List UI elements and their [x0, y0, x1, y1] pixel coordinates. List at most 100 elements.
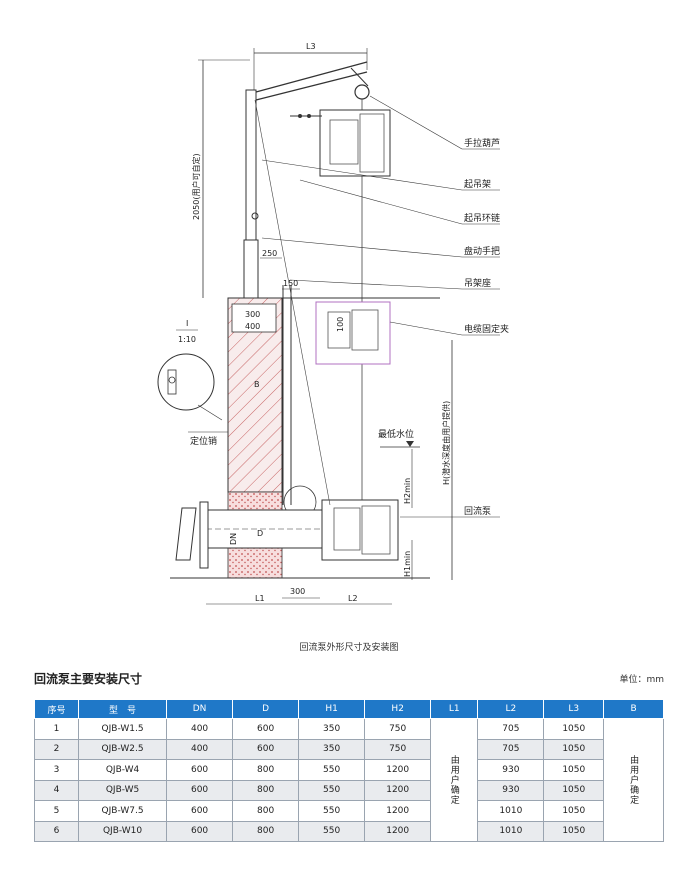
table-row: 6 QJB-W10 600 800 550 1200 1010 1050: [33, 820, 664, 842]
cell-d: 600: [232, 718, 300, 740]
dim-300: 300: [245, 310, 260, 319]
callout-low-water: 最低水位: [378, 428, 414, 440]
dim-height: 2050(用户可自定): [191, 59, 250, 298]
cell-l3: 1050: [543, 718, 605, 740]
cell-no: 6: [33, 820, 80, 842]
table-row: 1 QJB-W1.5 400 600 350 750 由用户确定 705 105…: [33, 718, 664, 842]
raised-pump: [290, 84, 391, 500]
unit-label: 单位：mm: [619, 675, 664, 685]
cell-dn: 600: [166, 759, 234, 781]
cell-l3: 1050: [543, 820, 605, 842]
callout-hoist: 手拉葫芦: [464, 137, 500, 149]
cell-d: 600: [232, 738, 300, 760]
detail-scale: 1:10: [178, 335, 196, 344]
header-model: 型 号: [78, 699, 168, 719]
dim-300b: 300: [290, 587, 305, 596]
cell-dn: 400: [166, 718, 234, 740]
callout-handle: 盘动手把: [464, 245, 500, 257]
cell-model: QJB-W1.5: [78, 718, 168, 740]
dim-height-label: 2050(用户可自定): [191, 153, 201, 220]
table-row: 3 QJB-W4 600 800 550 1200 930 1050: [33, 759, 664, 781]
cell-l3: 1050: [543, 800, 605, 822]
cell-l3: 1050: [543, 779, 605, 801]
cell-h2: 1200: [364, 759, 432, 781]
dim-400: 400: [245, 322, 260, 331]
detail-mark: I: [186, 319, 188, 328]
dim-h: H(潜水深度由用户提供): [441, 401, 451, 485]
cell-dn: 600: [166, 800, 234, 822]
dim-l3-label: L3: [306, 42, 316, 51]
cell-l3: 1050: [543, 738, 605, 760]
header-l2: L2: [477, 699, 545, 719]
cell-h1: 550: [298, 800, 366, 822]
header-l1: L1: [430, 699, 479, 719]
table-row: 4 QJB-W5 600 800 550 1200 930 1050: [33, 779, 664, 801]
guide-rail: 250 150: [260, 249, 300, 505]
concrete-wall: 300 400 B: [227, 297, 283, 579]
cell-l1-merged: 由用户确定: [430, 718, 479, 842]
cell-h1: 550: [298, 779, 366, 801]
dim-h2min: H2min: [403, 478, 412, 504]
callout-leaders: [261, 95, 500, 518]
cell-l2: 930: [477, 779, 545, 801]
callout-lifting-chain: 起吊环链: [464, 212, 500, 224]
cell-l3: 1050: [543, 759, 605, 781]
cell-no: 5: [33, 800, 80, 822]
cell-b-merged: 由用户确定: [603, 718, 664, 842]
dim-100: 100: [336, 317, 345, 332]
installed-pump: [254, 99, 399, 561]
cell-h2: 1200: [364, 779, 432, 801]
cell-dn: 400: [166, 738, 234, 760]
cell-model: QJB-W4: [78, 759, 168, 781]
cell-h2: 750: [364, 718, 432, 740]
cell-h2: 750: [364, 738, 432, 760]
header-dn: DN: [166, 699, 234, 719]
cell-model: QJB-W10: [78, 820, 168, 842]
callout-pump: 回流泵: [464, 505, 491, 517]
dim-d: D: [257, 529, 263, 538]
low-water-level: [380, 441, 420, 448]
cell-l2: 705: [477, 738, 545, 760]
cell-l2: 1010: [477, 800, 545, 822]
header-h2: H2: [364, 699, 432, 719]
cell-h1: 550: [298, 820, 366, 842]
table-header-row: 序号 型 号 DN D H1 H2 L1 L2 L3 B: [33, 699, 664, 719]
dim-150: 150: [283, 279, 298, 288]
cell-model: QJB-W7.5: [78, 800, 168, 822]
cable-clamp-bracket: 100: [315, 301, 391, 365]
floor-dimensions: L1 300 L2: [170, 577, 430, 605]
cell-d: 800: [232, 759, 300, 781]
cell-b-text: 由用户确定: [628, 755, 639, 805]
cell-d: 800: [232, 800, 300, 822]
cell-model: QJB-W5: [78, 779, 168, 801]
dim-b: B: [254, 380, 260, 389]
cell-h1: 350: [298, 718, 366, 740]
cell-d: 800: [232, 820, 300, 842]
section-title: 回流泵主要安装尺寸: [34, 672, 143, 686]
dim-250: 250: [262, 249, 277, 258]
cell-h2: 1200: [364, 800, 432, 822]
table-row: 2 QJB-W2.5 400 600 350 750 705 1050: [33, 738, 664, 760]
cell-l1-text: 由用户确定: [448, 755, 459, 805]
cell-h1: 350: [298, 738, 366, 760]
cell-no: 2: [33, 738, 80, 760]
dim-l1: L1: [255, 594, 265, 603]
cell-l2: 930: [477, 759, 545, 781]
cell-d: 800: [232, 779, 300, 801]
dim-l2: L2: [348, 594, 358, 603]
cell-no: 1: [33, 718, 80, 740]
dim-l3: L3: [253, 42, 368, 90]
header-b: B: [603, 699, 664, 719]
callout-cable-clamp: 电缆固定夹: [464, 323, 509, 335]
cell-dn: 600: [166, 779, 234, 801]
cell-model: QJB-W2.5: [78, 738, 168, 760]
drawing-caption: 回流泵外形尺寸及安装图: [299, 643, 399, 653]
drawing-svg: L3 2050(用户可自定) 250 150: [157, 42, 509, 605]
cell-no: 3: [33, 759, 80, 781]
cell-dn: 600: [166, 820, 234, 842]
installation-drawing: L3 2050(用户可自定) 250 150: [157, 42, 509, 605]
lifting-mast: [243, 61, 369, 299]
dim-dn: DN: [229, 533, 238, 545]
callout-locating-pin: 定位销: [190, 435, 217, 447]
header-d: D: [232, 699, 300, 719]
